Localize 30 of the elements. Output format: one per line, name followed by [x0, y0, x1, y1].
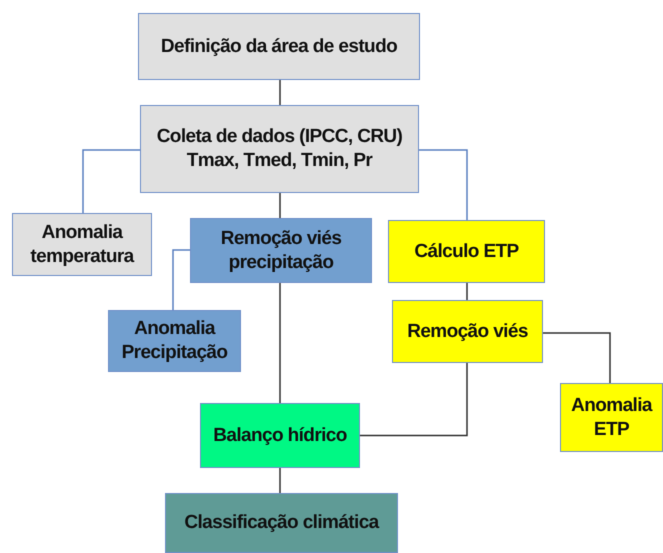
- connector-line: [279, 283, 281, 403]
- box-label: Remoção viés precipitação: [220, 226, 342, 274]
- process-box: [138, 13, 420, 80]
- process-box: [12, 213, 152, 276]
- process-box: [190, 218, 372, 283]
- connector-line: [279, 193, 281, 218]
- process-box: [392, 300, 543, 363]
- process-box: [560, 383, 663, 452]
- connector-line: [466, 283, 468, 300]
- connector-line: [419, 149, 468, 220]
- box-label: Balanço hídrico: [212, 424, 348, 448]
- box-label: Classificação climática: [183, 511, 380, 535]
- box-label: Anomalia temperatura: [29, 220, 136, 268]
- process-box: [140, 105, 419, 193]
- process-box: [108, 310, 241, 372]
- connector-line: [279, 468, 281, 493]
- process-box: [165, 493, 398, 553]
- box-label: Anomalia Precipitação: [120, 317, 228, 365]
- connector-line: [279, 80, 281, 105]
- process-box: [388, 220, 545, 283]
- connector-line: [172, 249, 190, 310]
- box-label: Definição da área de estudo: [160, 34, 398, 58]
- box-label: Cálculo ETP: [413, 240, 520, 264]
- connector-line: [543, 332, 611, 383]
- box-label: Anomalia ETP: [570, 394, 654, 442]
- connector-line: [82, 149, 140, 213]
- box-label: Remoção viés: [406, 320, 529, 344]
- connector-line: [360, 363, 468, 436]
- process-box: [200, 403, 360, 468]
- box-label: Coleta de dados (IPCC, CRU) Tmax, Tmed, Tmin, Pr: [156, 125, 404, 173]
